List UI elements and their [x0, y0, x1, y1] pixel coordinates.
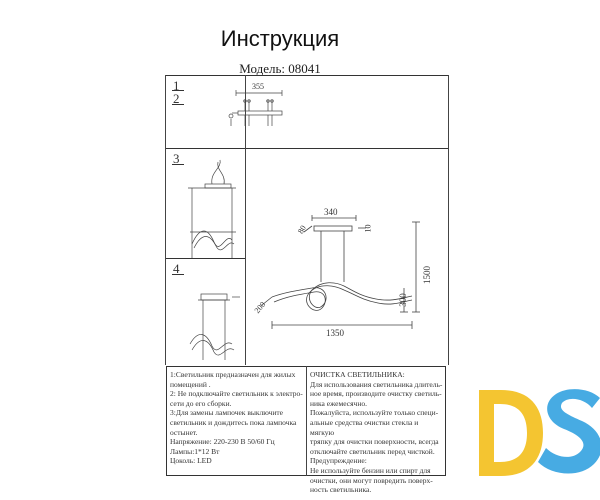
step-number-2: 2: [173, 91, 180, 106]
page-title: Инструкция: [220, 26, 340, 51]
dim-part-height: 300: [397, 293, 408, 307]
mounting-plate-sketch: [228, 90, 283, 126]
row-divider-1: [165, 148, 448, 149]
notes-divider: [306, 366, 307, 476]
notes-left: 1:Светильник предназначен для жилых поме…: [170, 370, 303, 466]
model-label: Модель: 08041: [239, 61, 321, 76]
ds-logo: [479, 389, 600, 476]
dim-total-height: 1500: [422, 266, 432, 284]
step4-assembly-sketch: [189, 293, 240, 360]
step-number-underline-3: [172, 164, 184, 165]
dim-step12-width: 355: [252, 82, 264, 91]
step-number-3: 3: [173, 151, 180, 166]
dim-top-width: 340: [324, 207, 338, 217]
step3-assembly-sketch: [188, 159, 236, 258]
column-divider: [245, 75, 246, 365]
step-number-underline-1: [172, 90, 184, 91]
dim-right-small: 10: [363, 224, 373, 233]
fixture-main-drawing: [261, 215, 420, 329]
row-divider-2: [165, 258, 245, 259]
step-number-4: 4: [173, 261, 180, 276]
dim-bottom-width: 1350: [326, 328, 344, 338]
left-border: [165, 75, 166, 365]
step-number-underline-4: [172, 274, 184, 275]
header-divider: [165, 75, 448, 76]
step-number-1: 1: [173, 78, 180, 93]
right-border: [448, 75, 449, 365]
step-number-underline-2: [172, 104, 184, 105]
notes-right: ОЧИСТКА СВЕТИЛЬНИКА: Для использования с…: [310, 370, 443, 495]
